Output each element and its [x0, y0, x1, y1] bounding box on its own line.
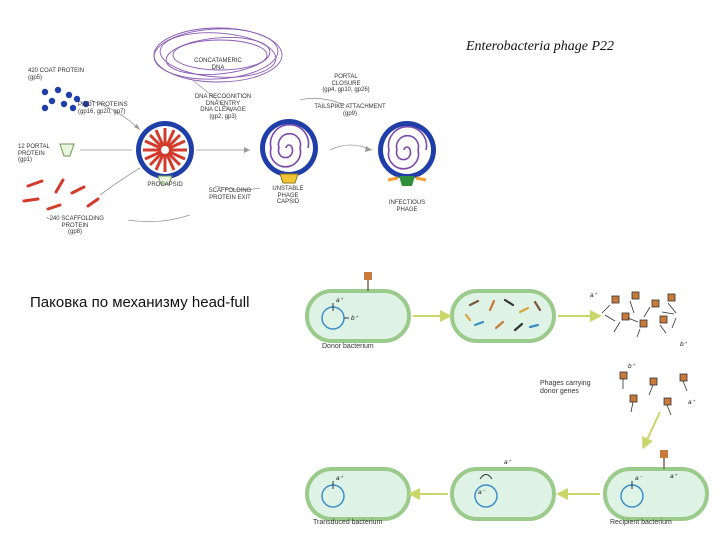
label-phages-carrying: Phages carrying donor genes: [540, 380, 591, 396]
gene-transduced-a: a⁺: [336, 474, 343, 482]
gene-burst-b: b⁺: [680, 340, 687, 348]
gene-recipient-phage-a: a⁺: [670, 472, 677, 480]
transduced-bacterium-icon: [307, 469, 409, 519]
gene-phage-b: b⁺: [628, 362, 635, 370]
gene-recomb-a-minus: a⁻: [478, 488, 485, 496]
phage-burst-icon: [602, 292, 676, 337]
gene-donor-b: b⁺: [351, 314, 358, 322]
gene-donor-a: a⁺: [336, 296, 343, 304]
recombining-bacterium-icon: [452, 469, 554, 519]
gene-recipient-a: a⁻: [635, 474, 642, 482]
label-transduced: Transduced bacterium: [313, 519, 382, 526]
lysing-bacterium-icon: [452, 291, 554, 341]
transducing-phages-icon: [620, 372, 687, 415]
recipient-bacterium-icon: [605, 450, 707, 519]
label-donor: Donor bacterium: [322, 343, 374, 350]
label-recipient: Recipient bacterium: [610, 519, 672, 526]
donor-bacterium-icon: [307, 272, 409, 341]
gene-burst-a: a⁺: [590, 291, 597, 299]
gene-recomb-a: a⁺: [504, 458, 511, 466]
gene-phage-a: a⁺: [688, 398, 695, 406]
